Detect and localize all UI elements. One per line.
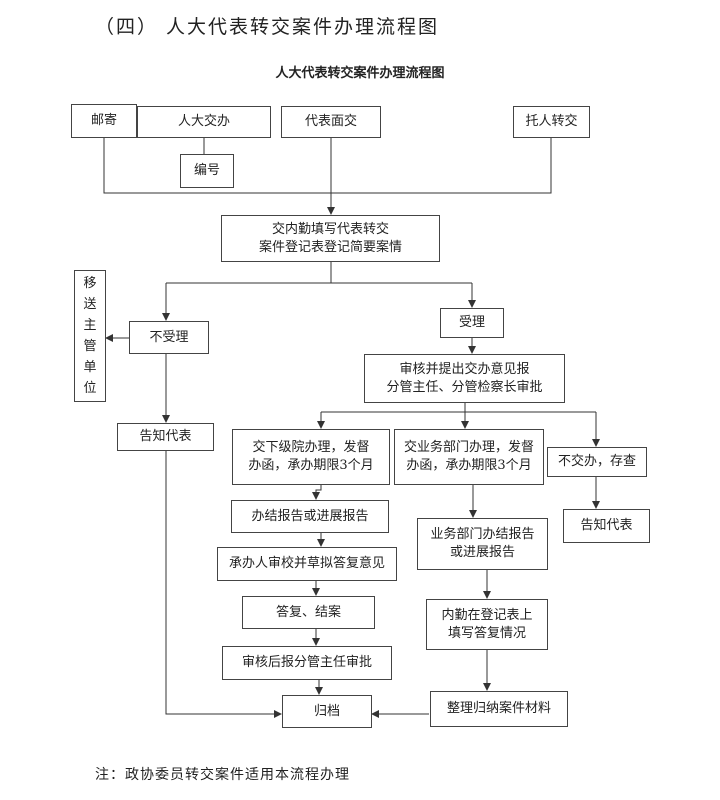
- node-review: 审核并提出交办意见报 分管主任、分管检察长审批: [364, 354, 565, 403]
- node-npc-transfer: 人大交办: [137, 106, 271, 138]
- node-lower-court: 交下级院办理，发督 办函，承办期限3个月: [232, 429, 390, 485]
- node-entrusted: 托人转交: [513, 106, 590, 138]
- node-archive: 归档: [282, 695, 372, 728]
- node-accepted: 受理: [440, 308, 504, 338]
- node-organize: 整理归纳案件材料: [430, 691, 568, 727]
- node-dept-report: 业务部门办结报告 或进展报告: [417, 518, 548, 570]
- node-business-dept: 交业务部门办理，发督 办函，承办期限3个月: [394, 429, 544, 485]
- node-not-accepted: 不受理: [129, 321, 209, 354]
- node-notify-rep-right: 告知代表: [563, 509, 650, 543]
- node-notify-rep-left: 告知代表: [117, 423, 214, 451]
- node-draft-reply: 承办人审校并草拟答复意见: [217, 547, 397, 581]
- node-face-to-face: 代表面交: [281, 106, 381, 138]
- node-completion-report: 办结报告或进展报告: [231, 500, 389, 533]
- flowchart-title: 人大代表转交案件办理流程图: [275, 66, 445, 81]
- node-register: 交内勤填写代表转交 案件登记表登记简要案情: [221, 215, 440, 262]
- footnote: 注：政协委员转交案件适用本流程办理: [95, 767, 350, 783]
- node-mail: 邮寄: [71, 104, 137, 138]
- page-heading: （四） 人大代表转交案件办理流程图: [95, 16, 440, 38]
- node-fill-reply: 内勤在登记表上 填写答复情况: [426, 599, 548, 650]
- node-numbering: 编号: [180, 154, 234, 188]
- node-reply-close: 答复、结案: [242, 596, 375, 629]
- node-transfer-unit: 移 送 主 管 单 位: [74, 270, 106, 402]
- node-no-transfer: 不交办，存查: [547, 447, 647, 477]
- node-approval: 审核后报分管主任审批: [222, 646, 392, 680]
